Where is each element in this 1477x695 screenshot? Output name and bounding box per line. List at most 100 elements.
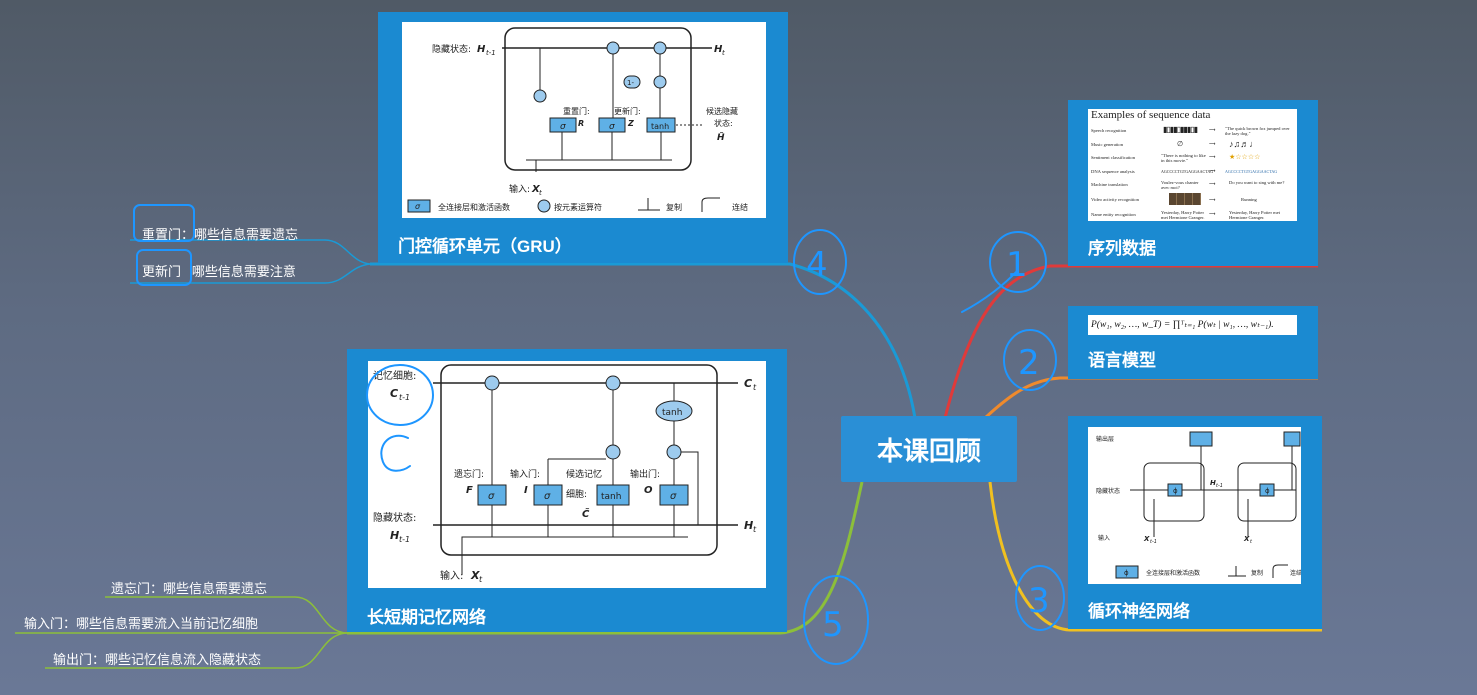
- lstm-leaf-forget-desc: 哪些信息需要遗忘: [163, 581, 268, 596]
- gru-leaf-reset[interactable]: 重置门：哪些信息需要遗忘: [142, 227, 299, 242]
- rnn-out-1: [1189, 431, 1213, 447]
- rnn-card[interactable]: 输出层 隐藏状态 输入 ϕ ϕ H t-1 X t-1: [1068, 416, 1322, 629]
- gru-input-var: X: [531, 184, 541, 195]
- gru-reset-var: R: [578, 119, 584, 128]
- gru-cand-var: H̃: [717, 131, 725, 143]
- gru-one-minus: [623, 75, 641, 89]
- seq-row: Music generation ∅ ⟶ ♪♫♬♩: [1091, 138, 1259, 149]
- seq-panel: Examples of sequence data Speech recogni…: [1088, 109, 1297, 221]
- gru-hprev: H: [477, 44, 486, 55]
- lstm-leaf-output[interactable]: 输出门：哪些记忆信息流入隐藏状态: [53, 652, 262, 667]
- lstm-input-var: X: [470, 569, 480, 582]
- lstm-diagram: 记忆细胞: C t-1 C t 隐藏状态: H t-1 H t tanh σ σ: [368, 361, 766, 588]
- gru-cand-label2: 状态:: [714, 118, 733, 128]
- lstm-cprev: C: [390, 387, 398, 400]
- lstm-input-gate-label: 输入门:: [510, 468, 540, 480]
- rnn-x-sub-2: t: [1250, 539, 1253, 545]
- rnn-phi-2-label: ϕ: [1265, 487, 1270, 495]
- gru-diagram-svg: 隐藏状态: H t-1 H t 1- σ σ tanh 重置门: R 更新门:: [407, 27, 748, 213]
- gru-sigma-2: σ: [609, 122, 615, 132]
- lstm-tanh-oval-label: tanh: [662, 408, 682, 418]
- gru-hout-sub: t: [722, 49, 725, 57]
- rnn-legend-1: 复制: [1251, 569, 1263, 577]
- rnn-diagram: 输出层 隐藏状态 输入 ϕ ϕ H t-1 X t-1: [1088, 427, 1301, 584]
- lstm-cout: C: [744, 377, 752, 390]
- gru-mult-1: [606, 41, 620, 55]
- gru-leaf-reset-label: 重置门: [142, 227, 182, 242]
- gru-mult-reset: [533, 89, 547, 103]
- gru-legend-fc: [407, 199, 431, 213]
- lstm-output-var: O: [644, 485, 653, 496]
- lstm-leaf-output-desc: 哪些记忆信息流入隐藏状态: [105, 652, 262, 667]
- lstm-card[interactable]: 记忆细胞: C t-1 C t 隐藏状态: H t-1 H t tanh σ σ: [347, 349, 787, 632]
- lstm-hprev: H: [390, 529, 399, 542]
- lstm-cout-sub: t: [753, 383, 757, 392]
- seq-row: Machine translation Voulez-vous chanter …: [1091, 180, 1285, 190]
- lstm-cprev-sub: t-1: [399, 393, 410, 402]
- lm-formula-panel: P(w₁, w₂, …, w_T) = ∏ᵀₜ₌₁ P(wₜ | w₁, …, …: [1088, 315, 1297, 335]
- lstm-forget-label: 遗忘门:: [454, 468, 484, 480]
- gru-card[interactable]: 隐藏状态: H t-1 H t 1- σ σ tanh 重置门: R 更新门:: [378, 12, 788, 263]
- lstm-title: 长短期记忆网络: [367, 608, 486, 627]
- lstm-input-sub: t: [479, 575, 483, 584]
- gru-mult-2: [653, 75, 667, 89]
- lstm-cand-label2: 细胞:: [566, 488, 587, 500]
- lstm-leaf-connector: [105, 596, 348, 634]
- seq-row: Name entity recognition Yesterday, Harry…: [1091, 209, 1281, 220]
- gru-legend-2: 复制: [666, 202, 682, 212]
- gru-title: 门控循环单元（GRU）: [398, 237, 572, 256]
- lstm-output-label: 输出门:: [630, 468, 660, 480]
- lstm-mult-input: [605, 444, 621, 460]
- waveform-icon: ▮▯▮▮▯▮▮▮▯▮: [1163, 125, 1198, 134]
- gru-legend-1: 按元素运算符: [554, 202, 602, 212]
- lstm-forget-var: F: [466, 485, 473, 496]
- lstm-hidden-label: 隐藏状态:: [373, 511, 416, 524]
- rnn-x-sub-1: t-1: [1150, 539, 1157, 545]
- gru-leaf-update-label: 更新门: [142, 264, 182, 279]
- gru-one-minus-label: 1-: [627, 79, 634, 87]
- lstm-cand-tanh: tanh: [601, 492, 621, 502]
- lstm-hout: H: [744, 519, 753, 532]
- rnn-title: 循环神经网络: [1088, 602, 1190, 621]
- rnn-x-label-1: X: [1143, 535, 1150, 543]
- lstm-cell-label: 记忆细胞:: [373, 369, 416, 382]
- lstm-cell-border: [440, 364, 718, 556]
- lstm-forget-sigma: σ: [488, 491, 495, 502]
- lstm-input-sigma: σ: [544, 491, 551, 502]
- gru-reset-label: 重置门:: [563, 106, 590, 116]
- lstm-x-line: [461, 536, 688, 575]
- seq-row: Sentiment classification "There is nothi…: [1091, 153, 1261, 163]
- gru-reset-box: [549, 117, 577, 133]
- seq-card[interactable]: Examples of sequence data Speech recogni…: [1068, 100, 1318, 266]
- gru-leaf-update[interactable]: 更新门 哪些信息需要注意: [142, 261, 296, 280]
- gru-sigma-1: σ: [560, 122, 566, 132]
- rnn-hidden-label: 隐藏状态: [1096, 487, 1120, 495]
- lstm-mult-forget: [484, 375, 500, 391]
- lstm-diagram-svg: 记忆细胞: C t-1 C t 隐藏状态: H t-1 H t tanh σ σ: [373, 364, 757, 584]
- gru-cell-border: [504, 27, 692, 171]
- rnn-legend-2: 连结: [1290, 569, 1301, 577]
- lstm-add: [605, 375, 621, 391]
- lstm-leaf-input-label: 输入门: [24, 616, 64, 631]
- video-frames-image: [1169, 192, 1201, 205]
- rnn-legend-phi: ϕ: [1124, 569, 1129, 577]
- rnn-cell-1: [1143, 462, 1205, 522]
- gru-hout: H: [714, 44, 723, 55]
- gru-input-sub: t: [539, 189, 542, 197]
- lm-card[interactable]: P(w₁, w₂, …, w_T) = ∏ᵀₜ₌₁ P(wₜ | w₁, …, …: [1068, 306, 1318, 379]
- gru-leaf-connector-2: [130, 263, 371, 284]
- seq-rows: Speech recognition ▮▯▮▮▯▮▮▮▯▮ ⟶ "The qui…: [1091, 125, 1297, 221]
- seq-title: 序列数据: [1088, 239, 1156, 258]
- lstm-h-out-path: [681, 451, 699, 525]
- lstm-leaf-connector-3: [45, 632, 348, 669]
- lstm-leaf-forget[interactable]: 遗忘门：哪些信息需要遗忘: [111, 581, 268, 596]
- lstm-leaf-input[interactable]: 输入门：哪些信息需要流入当前记忆细胞: [24, 616, 259, 631]
- gru-leaf-reset-desc: 哪些信息需要遗忘: [194, 227, 299, 242]
- gru-tanh: tanh: [651, 122, 669, 131]
- lstm-output-sigma: σ: [670, 491, 677, 502]
- rnn-legend-fc: [1115, 565, 1139, 579]
- central-topic[interactable]: 本课回顾: [841, 416, 1017, 482]
- rnn-output-layer-label: 输出层: [1096, 435, 1114, 443]
- lstm-cand-label: 候选记忆: [566, 468, 602, 480]
